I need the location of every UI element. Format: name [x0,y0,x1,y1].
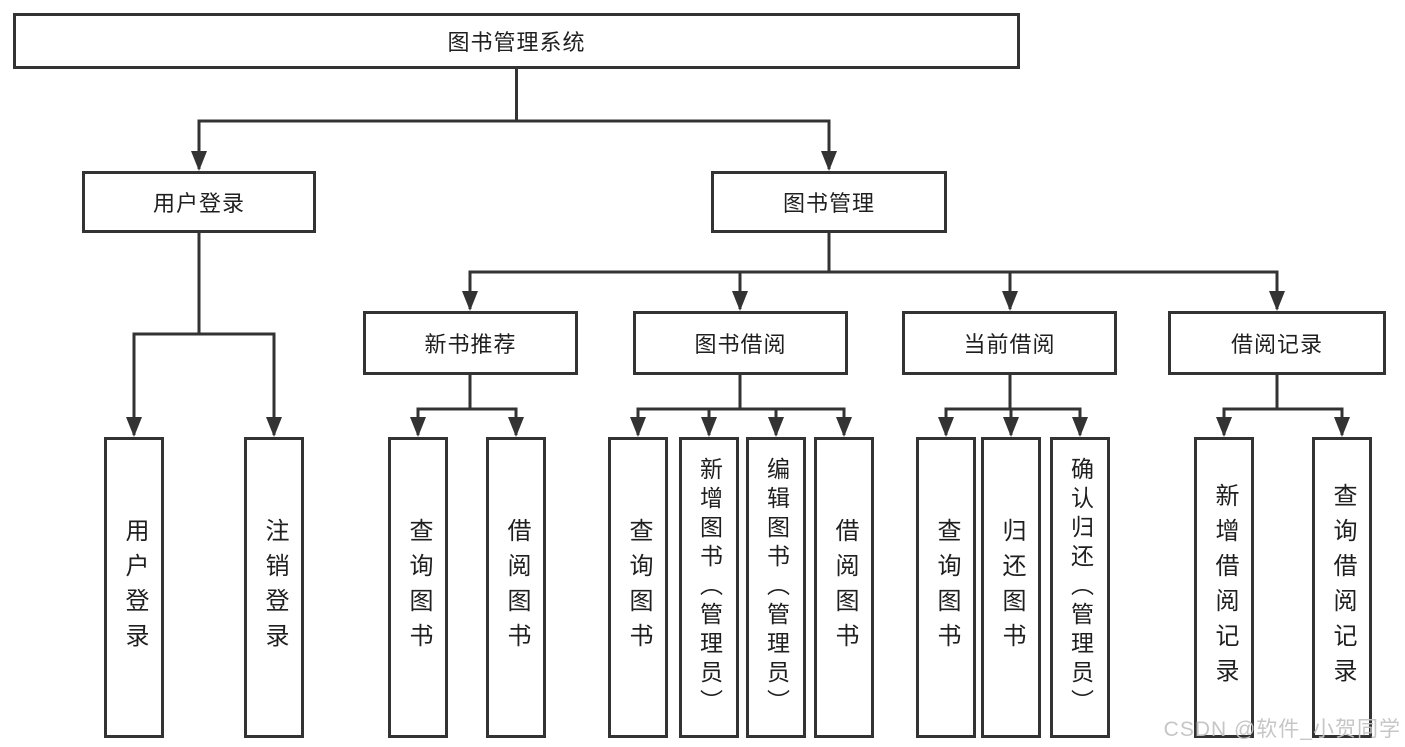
leaf-query-book-current-label: 查询图书 [933,517,960,658]
leaf-query-book-borrowing-label: 查询图书 [625,517,652,658]
leaf-borrow-book-recommend: 借阅图书 [486,437,546,738]
leaf-user-login: 用户登录 [104,437,164,738]
leaf-query-borrow-record: 查询借阅记录 [1312,437,1372,738]
leaf-logout-label: 注销登录 [261,517,288,658]
leaf-return-book: 归还图书 [981,437,1041,738]
leaf-confirm-return-admin: 确认归还（管理员） [1050,437,1110,738]
leaf-confirm-return-admin-label: 确认归还（管理员） [1067,457,1094,718]
leaf-query-book-recommend-label: 查询图书 [405,517,432,658]
leaf-user-login-label: 用户登录 [121,517,148,658]
leaf-borrow-book-recommend-label: 借阅图书 [503,517,530,658]
leaf-borrow-book-label: 借阅图书 [831,517,858,658]
leaf-edit-book-admin: 编辑图书（管理员） [746,437,806,738]
leaf-edit-book-admin-label: 编辑图书（管理员） [763,457,790,718]
node-borrowing-records: 借阅记录 [1168,311,1386,375]
leaf-add-borrow-record: 新增借阅记录 [1194,437,1254,738]
leaf-return-book-label: 归还图书 [998,517,1025,658]
node-library-management-system: 图书管理系统 [13,13,1020,69]
leaf-add-book-admin-label: 新增图书（管理员） [696,457,723,718]
leaf-query-borrow-record-label: 查询借阅记录 [1329,482,1356,693]
node-book-borrowing: 图书借阅 [633,311,848,375]
node-user-login: 用户登录 [82,171,316,233]
leaf-logout: 注销登录 [244,437,304,738]
leaf-query-book-recommend: 查询图书 [388,437,448,738]
leaf-borrow-book: 借阅图书 [814,437,874,738]
leaf-query-book-current: 查询图书 [916,437,976,738]
leaf-query-book-borrowing: 查询图书 [608,437,668,738]
node-new-book-recommend: 新书推荐 [363,311,578,375]
node-current-borrowing: 当前借阅 [902,311,1117,375]
leaf-add-borrow-record-label: 新增借阅记录 [1211,482,1238,693]
leaf-add-book-admin: 新增图书（管理员） [679,437,739,738]
node-book-management: 图书管理 [711,171,947,233]
